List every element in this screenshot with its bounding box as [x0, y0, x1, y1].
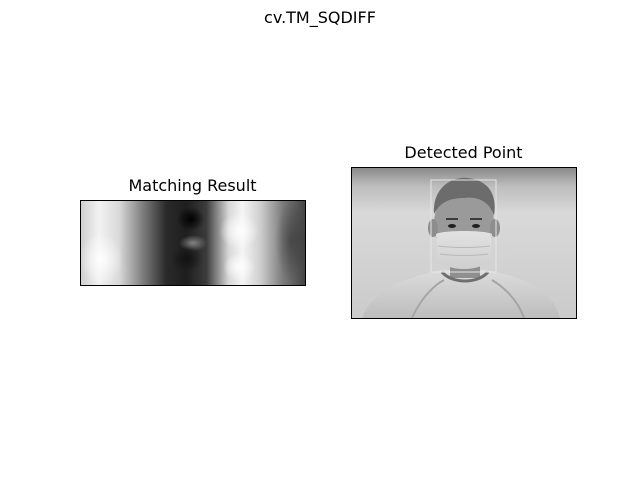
detection-rectangle	[430, 179, 497, 273]
face-photo	[352, 168, 576, 318]
detected-point-image	[351, 167, 577, 319]
figure-title: cv.TM_SQDIFF	[264, 8, 376, 27]
matching-result-image	[80, 200, 306, 286]
detected-point-title: Detected Point	[404, 143, 523, 162]
sqdiff-heatmap	[81, 201, 305, 285]
matching-result-title: Matching Result	[128, 176, 257, 195]
